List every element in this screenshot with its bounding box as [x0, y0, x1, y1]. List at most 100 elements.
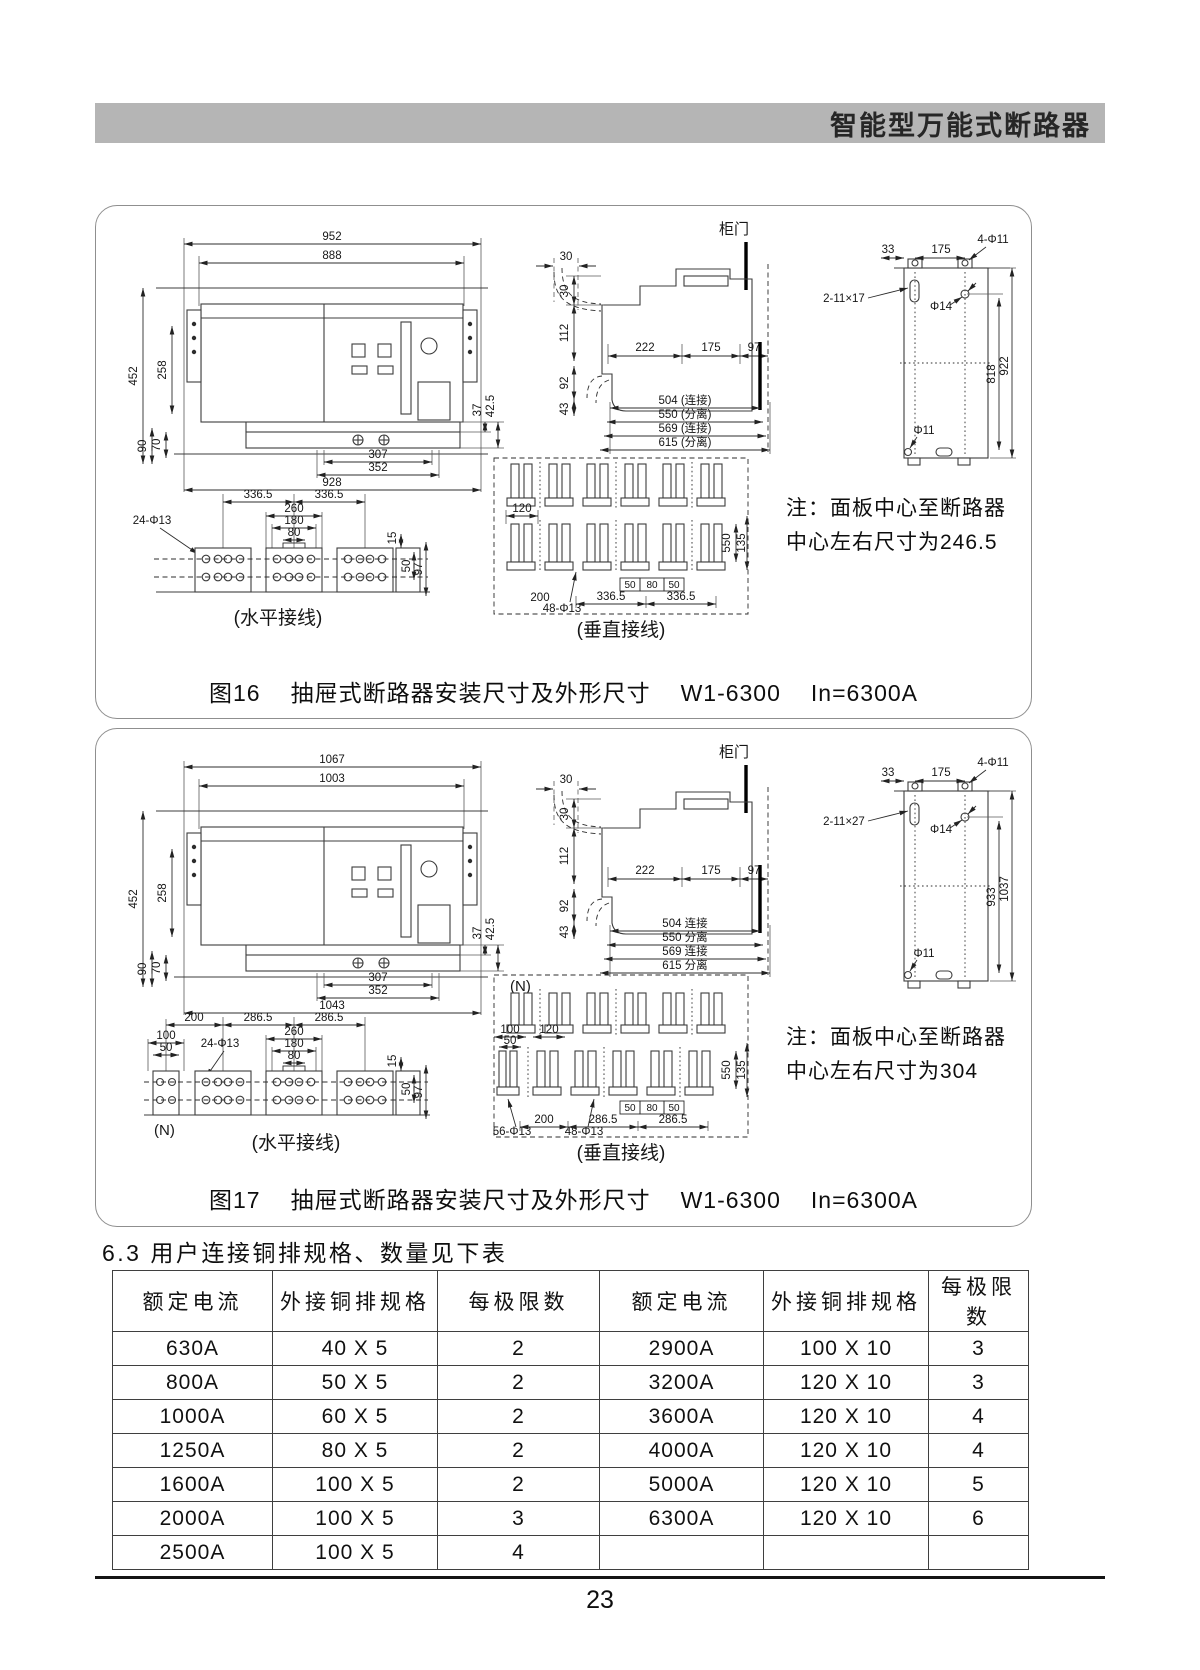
- dim-label: 222: [635, 342, 654, 354]
- dim-label: Φ14: [930, 301, 953, 313]
- dim-label: 336.5: [667, 591, 696, 603]
- dim-label: 97: [413, 1086, 425, 1099]
- cell: 40 X 5: [272, 1331, 438, 1366]
- figure16-drawing: 952 888 452 258 90 70: [128, 221, 1016, 641]
- header-title: 智能型万能式断路器: [830, 110, 1091, 141]
- cell: 120 X 10: [763, 1501, 929, 1536]
- dim-label: 42.5: [485, 395, 497, 417]
- dim-label: 90: [137, 440, 149, 453]
- figure16-panel: 952 888 452 258 90 70: [95, 205, 1032, 719]
- dim-label: 352: [368, 985, 387, 997]
- dim-label: 286.5: [244, 1012, 273, 1024]
- dim-label: 1003: [319, 773, 345, 785]
- cell: 2: [437, 1399, 600, 1434]
- dim-label: 37: [472, 927, 484, 940]
- cell: 800A: [112, 1365, 273, 1400]
- fig16-vertical-connection: 120 48-Φ13 50 80 50 200 336.5 336.5 550 …: [493, 457, 750, 641]
- figure17-drawing: 1067 1003 452 258 90 70: [128, 744, 1016, 1164]
- figure16-caption: 图16 抽屉式断路器安装尺寸及外形尺寸 W1-6300 In=6300A: [96, 674, 1031, 708]
- cell: 120 X 10: [763, 1399, 929, 1434]
- dim-label: 258: [157, 360, 169, 379]
- dim-label: 569 连接: [662, 944, 708, 958]
- dim-label: 15: [387, 532, 399, 545]
- dim-label: 550 分离: [662, 930, 707, 944]
- dim-label: 286.5: [659, 1114, 688, 1126]
- fig16-horizontal-connection: 336.5 336.5 260 180 80 24-Φ13 15 50: [133, 489, 430, 629]
- dim-label: Φ11: [913, 948, 934, 960]
- caption-model: W1-6300: [680, 1187, 781, 1213]
- dim-label: 352: [368, 462, 387, 474]
- dim-label: 307: [368, 449, 387, 461]
- dim-label: 504 连接: [662, 916, 708, 930]
- cell: 5000A: [599, 1467, 764, 1502]
- dim-label: 50: [504, 1035, 517, 1047]
- cell: [928, 1535, 1029, 1570]
- note-line-2: 中心左右尺寸为304: [786, 1059, 979, 1083]
- dim-label: 97: [413, 563, 425, 576]
- dim-label: 504 (连接): [658, 393, 711, 407]
- dim-label: 33: [882, 767, 895, 779]
- dim-label: 92: [559, 900, 571, 913]
- dim-label: 222: [635, 865, 654, 877]
- cell: 6300A: [599, 1501, 764, 1536]
- dim-label: 33: [882, 244, 895, 256]
- dim-label: 175: [701, 342, 720, 354]
- dim-label: 37: [472, 404, 484, 417]
- caption-current: In=6300A: [810, 1187, 919, 1213]
- dim-label: 112: [559, 847, 571, 865]
- dim-label: 260: [284, 1026, 303, 1038]
- dim-label: 50: [668, 1103, 680, 1114]
- cell: 2: [437, 1365, 600, 1400]
- cell: 2: [437, 1467, 600, 1502]
- dim-label: 24-Φ13: [201, 1038, 240, 1050]
- dim-label: 200: [534, 1114, 553, 1126]
- dim-label: 50: [668, 580, 680, 591]
- cell: 60 X 5: [272, 1399, 438, 1434]
- dim-label: 180: [284, 1038, 303, 1050]
- cell: 4: [437, 1535, 600, 1570]
- caption-text: 抽屉式断路器安装尺寸及外形尺寸: [290, 680, 651, 706]
- dim-label: 569 (连接): [658, 421, 711, 435]
- dim-label: 50: [160, 1042, 173, 1054]
- dim-label: 2-11×17: [823, 293, 865, 305]
- dim-label: Φ11: [913, 425, 934, 437]
- cell: 4000A: [599, 1433, 764, 1468]
- dim-label: 50: [401, 560, 413, 573]
- dim-label: 92: [559, 377, 571, 390]
- page-number: 23: [586, 1586, 614, 1614]
- vertical-connection-label: (垂直接线): [577, 619, 666, 641]
- dim-label: 112: [559, 324, 571, 342]
- dim-label: 928: [322, 477, 341, 489]
- dim-label: 48-Φ13: [565, 1126, 604, 1138]
- cell: 120 X 10: [763, 1433, 929, 1468]
- fig16-rear-view: 33 175 4-Φ11 2-11×17 Φ14 818 922 Φ11: [823, 234, 1016, 466]
- cell: 3200A: [599, 1365, 764, 1400]
- horizontal-connection-label: (水平接线): [234, 607, 323, 629]
- dim-label: 922: [999, 356, 1011, 375]
- cell: 100 X 10: [763, 1331, 929, 1366]
- dim-label: 2-11×27: [823, 816, 865, 828]
- dim-label: 80: [646, 1103, 658, 1114]
- cell: 2000A: [112, 1501, 273, 1536]
- dim-label: 4-Φ11: [977, 234, 1008, 246]
- cell: 6: [928, 1501, 1029, 1536]
- caption-text: 抽屉式断路器安装尺寸及外形尺寸: [290, 1187, 651, 1213]
- dim-label: 30: [559, 285, 571, 298]
- col-header: 每极限数: [928, 1270, 1029, 1332]
- cell: 3600A: [599, 1399, 764, 1434]
- fig17-side-view: 柜门 30 30 112 92 43 222 175 97: [536, 744, 771, 977]
- note-line-2: 中心左右尺寸为246.5: [786, 530, 998, 554]
- cell: 2: [437, 1331, 600, 1366]
- fig17-front-view: 1067 1003 452 258 90 70: [128, 754, 504, 1016]
- cell: 2500A: [112, 1535, 273, 1570]
- cell: 1000A: [112, 1399, 273, 1434]
- fig17-rear-view: 33 175 4-Φ11 2-11×27 Φ14 933 1037 Φ11: [823, 757, 1016, 989]
- header-bar: 智能型万能式断路器: [95, 103, 1105, 143]
- dim-label: 258: [157, 883, 169, 902]
- dim-label: 80: [288, 1050, 301, 1062]
- dim-label: 24-Φ13: [133, 515, 172, 527]
